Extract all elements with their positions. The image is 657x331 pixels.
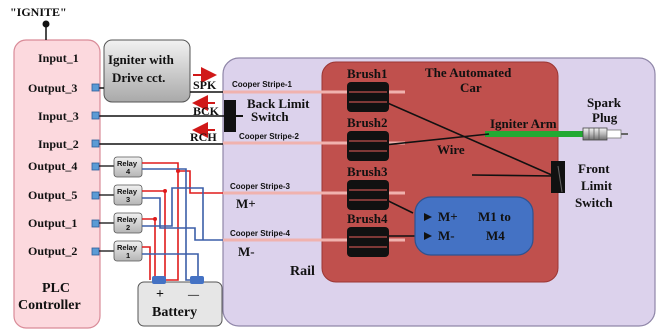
relay-2 [113,212,143,234]
relay-1-number: 1 [126,251,130,260]
wire-motor-to-front-switch [471,174,555,177]
plc-output-3-label: Output_3 [28,81,77,95]
motor-m-minus: M- [438,228,455,243]
copper-stripe-2-label: Cooper Stripe-2 [239,132,300,141]
brush-2-label: Brush2 [347,115,387,130]
plc-output-2-label: Output_2 [28,244,77,258]
ignite-button-icon[interactable] [42,20,50,28]
plc-input-2-label: Input_2 [38,137,79,151]
motor-terminal-arrow-minus [424,232,432,240]
brush-2 [347,131,389,161]
relay-1-label: Relay [117,243,138,252]
motor-terminal-arrow-plus [424,213,432,221]
motor-m-plus: M+ [438,209,458,224]
plc-input-3-label: Input_3 [38,109,79,123]
back-limit-switch [224,100,236,132]
rail-m-plus: M+ [236,196,256,211]
copper-stripe-4-label: Cooper Stripe-4 [230,229,291,238]
relay-3-label: Relay [117,187,138,196]
front-limit-switch [551,161,565,193]
bck-label: BCK [193,104,220,118]
car-title-line2: Car [460,80,482,95]
copper-stripe-3-label: Cooper Stripe-3 [230,182,291,191]
plc-output-4-label: Output_4 [28,159,77,173]
plc-title-line1: PLC [42,281,70,296]
junction-dots [153,169,180,221]
car-title-line1: The Automated [425,65,512,80]
ignite-label: "IGNITE" [10,5,67,19]
plc-title-line2: Controller [18,298,81,313]
relay-positive-wires [142,162,223,281]
brush-4 [347,227,389,257]
back-limit-switch-line1: Back Limit [247,96,310,111]
plc-output-1-label: Output_1 [28,216,77,230]
igniter-label-line2: Drive cct. [112,70,165,85]
copper-stripe-1-label: Cooper Stripe-1 [232,80,293,89]
brush-stripes [349,91,387,248]
plc-output-5-label: Output_5 [28,188,77,202]
igniter-drive-box [103,39,191,103]
relay-2-label: Relay [117,215,138,224]
motor-line1: M1 to [478,209,511,224]
brush-1-label: Brush1 [347,66,387,81]
brush-3 [347,180,389,210]
relay-3 [113,184,143,206]
brush-4-label: Brush4 [347,211,388,226]
plc-input-1-label: Input_1 [38,51,79,65]
back-limit-switch-line2: Switch [251,109,289,124]
motor-line2: M4 [486,228,505,243]
spark-plug-icon [582,127,628,141]
rail-m-minus: M- [238,244,255,259]
relay-1 [113,240,143,262]
relay-negative-wires [142,168,223,281]
wire-brush2-to-igniter [373,133,490,147]
brush-1 [347,82,389,112]
battery [137,281,223,327]
front-limit-switch-line1: Front [578,161,610,176]
motor-block [414,196,534,256]
battery-negative-terminal [190,276,204,284]
rail-label: Rail [290,264,315,279]
battery-minus: — [187,289,200,301]
wire-label: Wire [437,142,465,157]
relay-4-label: Relay [117,159,138,168]
spark-plug-line1: Spark [587,95,622,110]
rch-label: RCH [190,130,217,144]
plc-relay-wires [99,165,114,252]
plc-controller-panel [13,39,101,329]
spark-plug-line2: Plug [592,110,618,125]
front-limit-switch-line3: Switch [575,195,613,210]
igniter-arm-label: Igniter Arm [490,116,557,131]
igniter-label-line1: Igniter with [108,52,175,67]
battery-positive-terminal [152,276,166,284]
battery-plus: + [156,287,164,302]
spk-label: SPK [193,78,217,92]
front-limit-switch-line2: Limit [581,178,613,193]
battery-label: Battery [152,305,197,320]
relay-4-number: 4 [126,167,131,176]
brush-3-label: Brush3 [347,164,388,179]
relay-3-number: 3 [126,195,130,204]
relay-4 [113,156,143,178]
relay-2-number: 2 [126,223,130,232]
